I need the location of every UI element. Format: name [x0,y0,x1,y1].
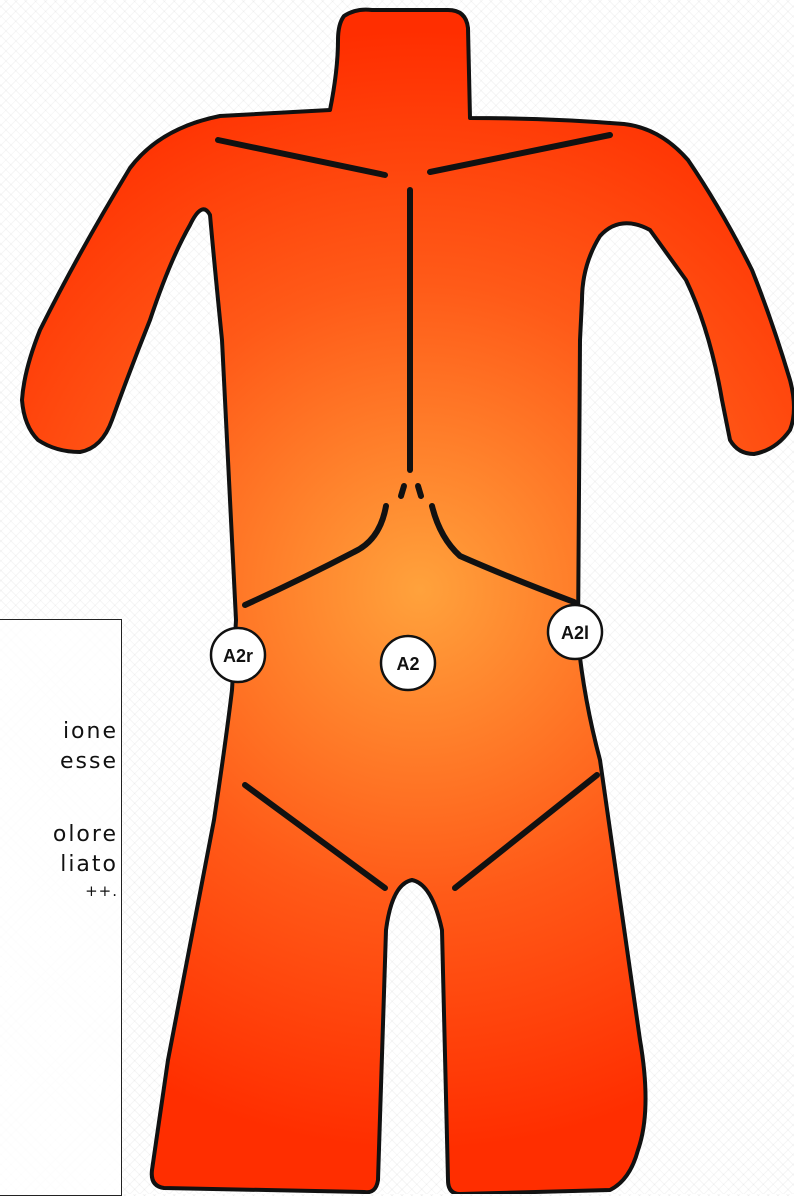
xiphoid-left-mark [401,486,404,496]
marker-a2r: A2r [211,628,265,682]
marker-label: A2l [561,623,589,643]
marker-a2: A2 [381,636,435,690]
body-silhouette [22,10,794,1194]
marker-a2l: A2l [548,605,602,659]
marker-label: A2r [223,646,253,666]
marker-label: A2 [396,654,419,674]
xiphoid-right-mark [418,486,421,496]
